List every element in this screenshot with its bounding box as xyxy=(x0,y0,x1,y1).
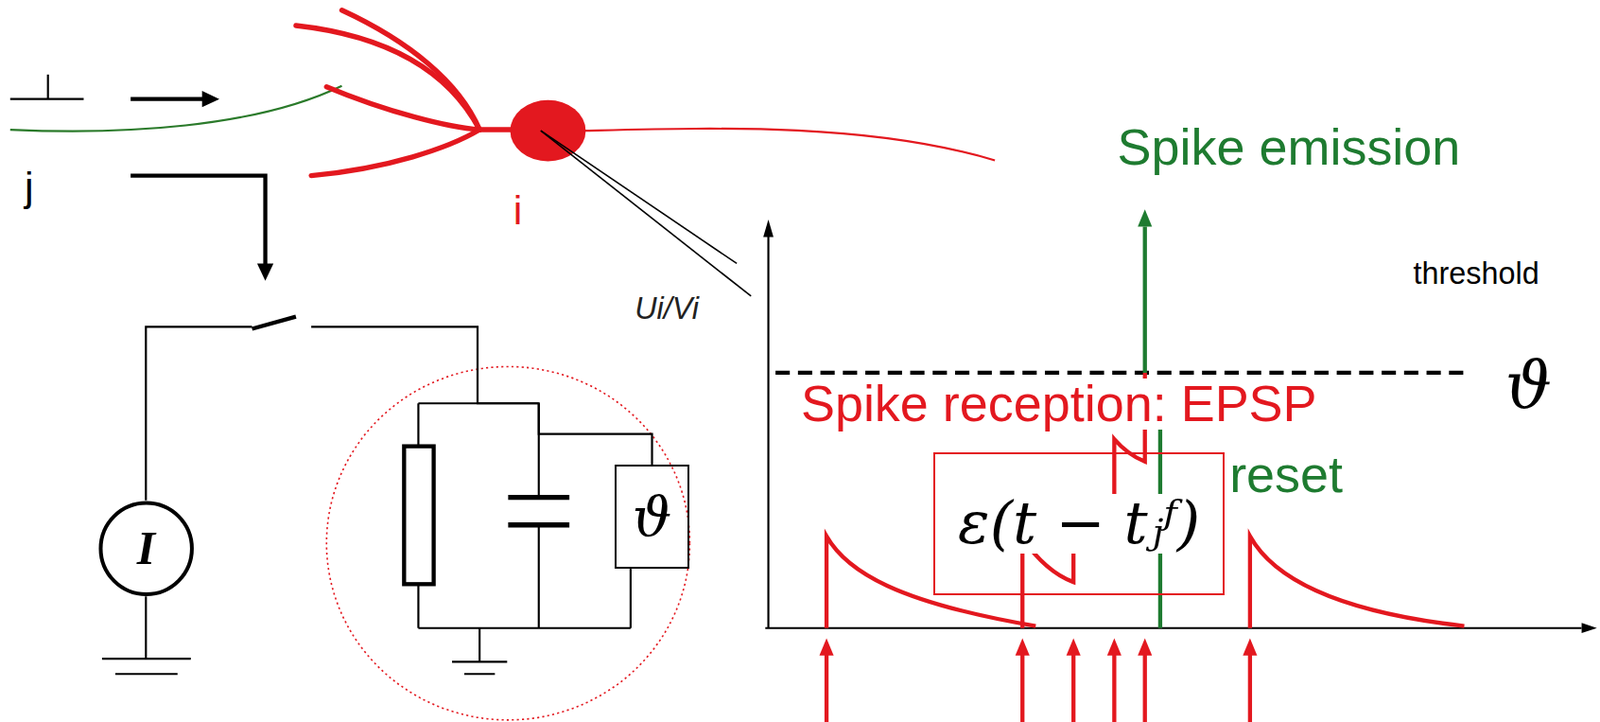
threshold-element: ϑ xyxy=(614,464,691,569)
capacitor-symbol xyxy=(507,521,570,527)
circuit-wire xyxy=(145,326,652,500)
presynaptic-axon xyxy=(10,86,343,132)
soma xyxy=(510,100,587,162)
spike-symbol xyxy=(47,74,50,100)
dendrites xyxy=(326,86,480,130)
spike-emission-arrow xyxy=(1137,208,1152,227)
node-text: ϑ xyxy=(632,488,673,544)
spike-emission-arrow xyxy=(1143,226,1148,373)
input-spike-arrows xyxy=(1071,653,1076,722)
resistor-symbol xyxy=(403,446,434,585)
circuit-wires xyxy=(629,568,632,628)
threshold-line xyxy=(775,371,1464,373)
input-spike-arrows xyxy=(1107,638,1122,656)
input-spike-arrows xyxy=(819,638,1258,722)
current-source: I xyxy=(98,500,194,596)
dendrites xyxy=(295,10,516,176)
electrode xyxy=(540,130,751,296)
input-spike-arrows xyxy=(1020,653,1025,722)
circuit-wires xyxy=(144,595,147,659)
input-spike-arrows xyxy=(824,653,829,722)
presynaptic-axon xyxy=(10,86,343,132)
capacitor-symbol xyxy=(507,497,570,525)
input-spike-arrows xyxy=(1137,638,1152,656)
neuron-model-outline xyxy=(326,365,690,719)
input-spike-arrows xyxy=(819,638,835,656)
circuit-wires xyxy=(145,402,631,661)
annotation: reset xyxy=(1227,449,1345,501)
soma xyxy=(510,100,587,162)
dendrites xyxy=(295,25,480,130)
spike-emission-arrow xyxy=(1137,208,1152,373)
input-arrow xyxy=(202,90,220,107)
circle-outline xyxy=(100,502,192,593)
electrode xyxy=(540,130,751,296)
switch-control-arrow xyxy=(130,175,274,281)
input-spike-arrows xyxy=(1143,653,1148,722)
neuron-label: i xyxy=(513,190,523,231)
dendrites xyxy=(341,10,480,130)
circuit-wires xyxy=(478,627,481,662)
ground-symbol xyxy=(102,657,192,660)
circuit-wires xyxy=(538,524,540,628)
dendrites xyxy=(311,129,480,176)
input-spike-arrows xyxy=(1015,638,1030,656)
node-text: ε(t − tⱼᶠ) xyxy=(955,493,1203,554)
axis-label: Ui/Vi xyxy=(634,293,699,324)
spike-symbol xyxy=(10,98,85,101)
input-arrow xyxy=(130,90,220,107)
annotation: Spike emission xyxy=(1117,121,1461,174)
membrane-trace xyxy=(1250,536,1465,628)
switch-symbol xyxy=(252,316,296,330)
input-spike-arrows xyxy=(1242,638,1257,656)
axes xyxy=(766,234,769,627)
switch-symbol xyxy=(252,316,296,330)
ground-symbol xyxy=(115,672,178,675)
input-spike-arrows xyxy=(1066,638,1081,656)
circuit-wires xyxy=(417,626,630,629)
threshold-label: threshold xyxy=(1413,258,1540,289)
circuit-wires xyxy=(417,583,419,627)
node-text: I xyxy=(137,524,156,573)
neuron-model-outline xyxy=(326,365,690,719)
capacitor-symbol xyxy=(507,494,570,500)
switch-control-arrow xyxy=(130,175,265,266)
dendrites xyxy=(479,126,516,132)
input-spike-arrows xyxy=(1248,653,1253,722)
ground-symbol xyxy=(452,660,507,662)
axes xyxy=(1582,622,1598,633)
circuit-wires xyxy=(417,402,419,446)
axes xyxy=(763,219,774,237)
input-spike-arrows xyxy=(1112,653,1116,722)
resistor-symbol xyxy=(403,446,434,585)
axon xyxy=(583,128,995,161)
threshold-line xyxy=(775,370,1464,375)
input-arrow xyxy=(130,97,205,102)
neuron-label: j xyxy=(24,166,35,208)
switch-control-arrow xyxy=(257,262,274,280)
epsp-kernel-box: ε(t − tⱼᶠ) xyxy=(933,452,1225,595)
ground-symbol xyxy=(464,672,495,675)
ground-symbol xyxy=(102,658,507,674)
axes xyxy=(763,219,1598,633)
threshold-symbol: ϑ xyxy=(1505,352,1552,418)
spike-symbol xyxy=(10,74,85,100)
annotation: Spike reception: EPSP xyxy=(799,378,1320,430)
electrode xyxy=(540,130,737,263)
axon xyxy=(583,128,995,161)
